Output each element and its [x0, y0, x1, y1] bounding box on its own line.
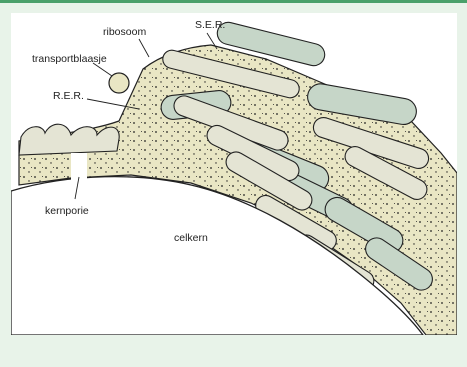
nuclear-envelope-pore-region	[19, 124, 119, 155]
diagram-panel: ribosoom S.E.R. transportblaasje R.E.R. …	[11, 13, 457, 335]
label-ribosoom: ribosoom	[103, 26, 146, 38]
label-celkern: celkern	[174, 232, 208, 244]
label-kernporie: kernporie	[45, 205, 89, 217]
label-rer: R.E.R.	[53, 90, 84, 102]
er-diagram: ribosoom S.E.R. transportblaasje R.E.R. …	[11, 13, 457, 335]
nuclear-pore	[71, 153, 87, 189]
label-ser: S.E.R.	[195, 19, 225, 31]
label-transportblaasje: transportblaasje	[32, 53, 107, 65]
